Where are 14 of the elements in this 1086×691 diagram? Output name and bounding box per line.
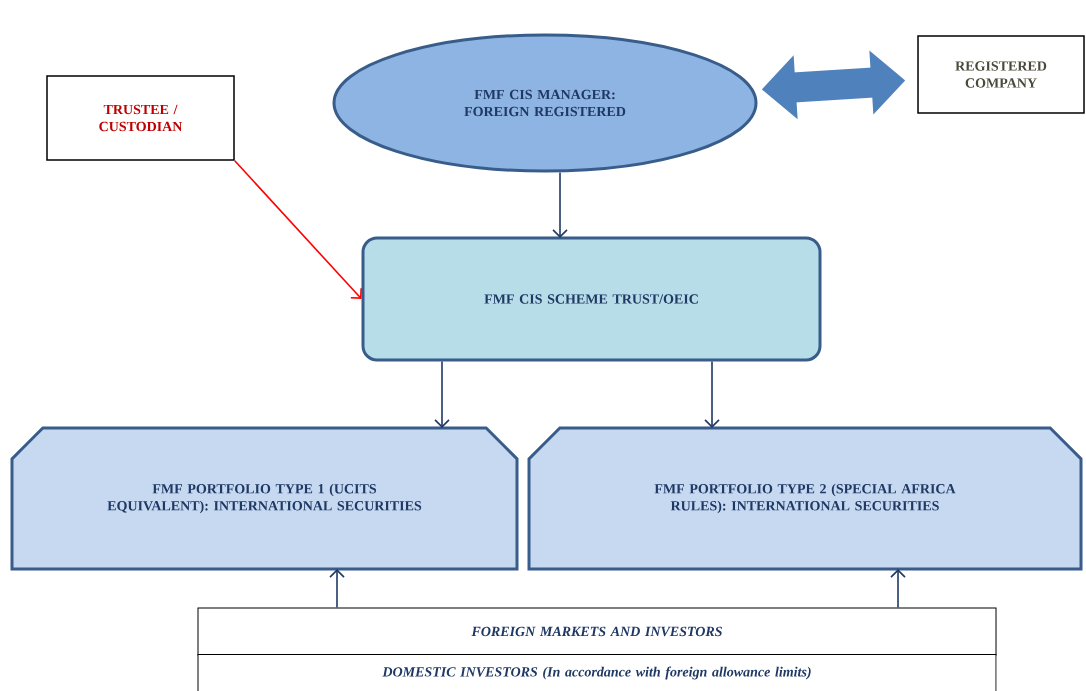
portfolio-box: FMF PORTFOLIO TYPE 2 (SPECIAL AFRICA RULES): INTERNATIONAL SECURITIES [527, 426, 1083, 571]
arrow [890, 569, 906, 609]
arrow [552, 171, 568, 238]
company-box: REGISTERED COMPANY [917, 35, 1085, 114]
table-row: FOREIGN MARKETS AND INVESTORS [197, 607, 997, 656]
portfolio-box: FMF PORTFOLIO TYPE 1 (UCITS EQUIVALENT): INTERNATIONAL SECURITIES [10, 426, 519, 571]
node-label: DOMESTIC INVESTORS (In accordance with foreign allowance limits) [382, 666, 811, 680]
table-row: DOMESTIC INVESTORS (In accordance with foreign allowance limits) [197, 654, 997, 691]
arrow [329, 569, 345, 609]
scheme-box: FMF CIS SCHEME TRUST/OEIC [361, 236, 822, 362]
arrow [434, 360, 450, 428]
arrow [233, 159, 362, 299]
arrow [704, 360, 720, 428]
trustee-box: TRUSTEE / CUSTODIAN [46, 75, 235, 161]
